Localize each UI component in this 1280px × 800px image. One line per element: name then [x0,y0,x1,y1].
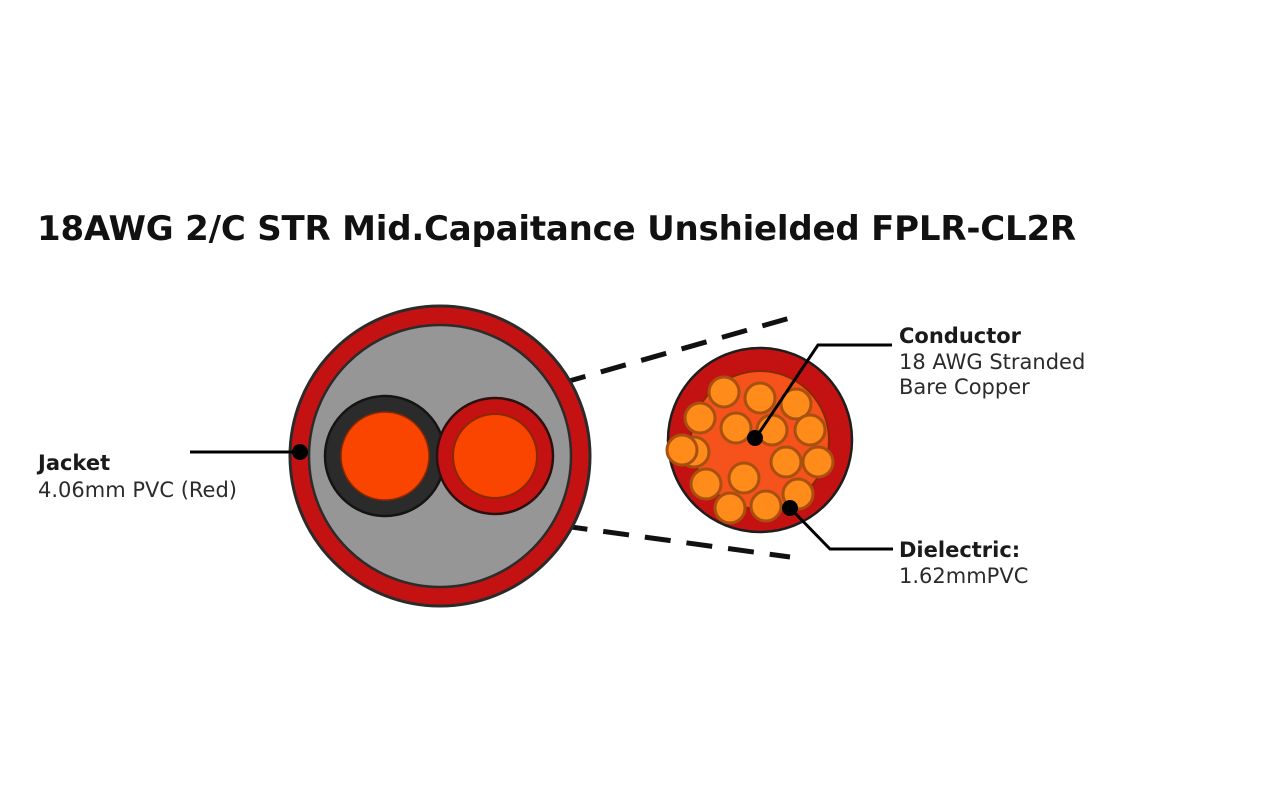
copper-strand [707,375,741,409]
copper-strand [769,445,803,479]
conductor-label-line1: 18 AWG Stranded [899,350,1085,374]
conductor-leader-line [755,343,892,437]
copper-strand [749,489,783,523]
dielectric-label-heading: Dielectric: [899,538,1020,562]
copper-strand [665,433,699,467]
jacket-label-heading: Jacket [36,451,110,475]
copper-strand [719,411,753,445]
copper-strand [743,381,777,415]
copper-strand [683,401,717,435]
conductor-leader-dot [747,430,763,446]
jacket-label-detail: 4.06mm PVC (Red) [38,478,237,502]
copper-strand-group [665,375,835,525]
copper-strand [779,387,813,421]
dielectric-label-detail: 1.62mmPVC [899,564,1028,588]
copper-strand [689,467,723,501]
dielectric-leader-dot [782,500,798,516]
dielectric-leader-line [790,508,893,551]
page-title: 18AWG 2/C STR Mid.Capaitance Unshielded … [37,209,1076,249]
conductor-label-line2: Bare Copper [899,375,1030,399]
copper-strand [713,491,747,525]
copper-strand [727,461,761,495]
jacket-leader-dot [292,444,308,460]
conductor-callout: Conductor 18 AWG Stranded Bare Copper [747,324,1085,446]
conductor-detail-view [665,346,854,534]
copper-strand [801,445,835,479]
conductor-label-heading: Conductor [899,324,1022,348]
right-conductor-assembly [435,396,555,516]
copper-strand [793,413,827,447]
left-conductor-core [340,411,430,501]
jacket-callout: Jacket 4.06mm PVC (Red) [36,444,308,502]
main-cable-cross-section [288,304,592,608]
right-conductor-core [452,413,538,499]
dielectric-callout: Dielectric: 1.62mmPVC [782,500,1028,588]
left-conductor-assembly [323,394,447,518]
